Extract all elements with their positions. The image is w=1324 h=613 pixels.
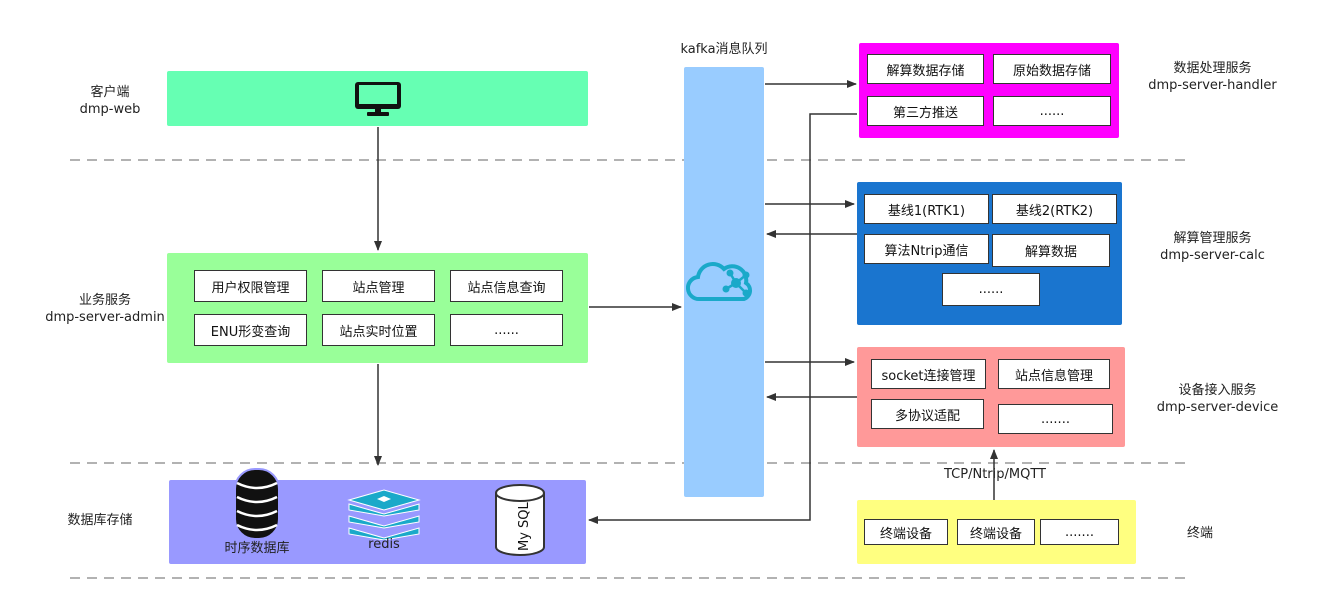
business-module-station-realtime-position: 站点实时位置 [322,314,435,346]
database-panel: 时序数据库 redis My SQL [169,468,586,564]
device-module-multi-protocol-adapter: 多协议适配 [871,399,984,429]
handler-module-more: ...... [993,96,1111,126]
calc-layer-label: 解算管理服务 dmp-server-calc [1140,230,1285,264]
client-layer-title: 客户端 [90,85,130,100]
mysql-cylinder-icon: My SQL [495,484,545,556]
handler-panel: 解算数据存储 原始数据存储 第三方推送 ...... [859,43,1119,138]
device-module-station-info-management: 站点信息管理 [998,359,1110,389]
business-layer-subtitle: dmp-server-admin [45,310,165,325]
business-layer-label: 业务服务 dmp-server-admin [30,292,180,326]
database-stack-icon [234,468,280,540]
redis-label: redis [368,537,400,552]
database-layer-title: 数据库存储 [67,513,133,528]
redis-icon [347,489,421,540]
handler-layer-subtitle: dmp-server-handler [1148,78,1277,93]
calc-layer-subtitle: dmp-server-calc [1160,248,1265,263]
terminal-device-more: ....... [1040,519,1119,545]
device-layer-label: 设备接入服务 dmp-server-device [1140,382,1295,416]
tsdb-label: 时序数据库 [224,541,290,556]
protocol-label: TCP/Ntrip/MQTT [944,467,1046,482]
mysql-label: My SQL [517,501,532,551]
terminal-device-1: 终端设备 [864,519,948,545]
monitor-icon [355,82,401,116]
kafka-label: kafka消息队列 [680,42,768,57]
handler-layer-label: 数据处理服务 dmp-server-handler [1140,60,1285,94]
client-panel [167,71,588,126]
handler-module-third-party-push: 第三方推送 [867,96,984,126]
device-layer-subtitle: dmp-server-device [1156,400,1279,415]
kafka-queue-panel [684,67,764,497]
handler-module-raw-data-storage: 原始数据存储 [993,54,1111,84]
device-panel: socket连接管理 站点信息管理 多协议适配 ....... [857,347,1125,447]
device-module-more: ....... [998,404,1113,434]
calc-panel: 基线1(RTK1) 基线2(RTK2) 算法Ntrip通信 解算数据 .....… [857,182,1122,325]
calc-module-calc-data: 解算数据 [992,234,1110,267]
business-layer-title: 业务服务 [78,293,131,308]
database-layer-label: 数据库存储 [30,512,170,529]
calc-module-baseline2: 基线2(RTK2) [992,194,1117,224]
client-layer-subtitle: dmp-web [79,102,141,117]
arrow-handler-to-database [588,113,857,524]
device-module-socket-management: socket连接管理 [871,359,986,389]
handler-module-calc-data-storage: 解算数据存储 [867,54,984,84]
calc-layer-title: 解算管理服务 [1173,231,1252,246]
calc-module-ntrip-communication: 算法Ntrip通信 [864,234,989,264]
business-panel: 用户权限管理 站点管理 站点信息查询 ENU形变查询 站点实时位置 ...... [167,253,588,363]
terminal-layer-title: 终端 [1186,526,1213,541]
calc-module-baseline1: 基线1(RTK1) [864,194,989,224]
calc-module-more: ...... [942,273,1040,306]
business-module-station-info-query: 站点信息查询 [450,270,563,302]
client-layer-label: 客户端 dmp-web [40,84,180,118]
business-module-user-permission: 用户权限管理 [194,270,307,302]
cloud-network-icon [686,262,752,302]
terminal-panel: 终端设备 终端设备 ....... [857,500,1136,564]
handler-layer-title: 数据处理服务 [1173,61,1252,76]
terminal-device-2: 终端设备 [957,519,1035,545]
terminal-layer-label: 终端 [1170,525,1230,542]
device-layer-title: 设备接入服务 [1178,383,1257,398]
business-module-enu-query: ENU形变查询 [194,314,307,346]
business-module-station-management: 站点管理 [322,270,435,302]
business-module-more: ...... [450,314,563,346]
